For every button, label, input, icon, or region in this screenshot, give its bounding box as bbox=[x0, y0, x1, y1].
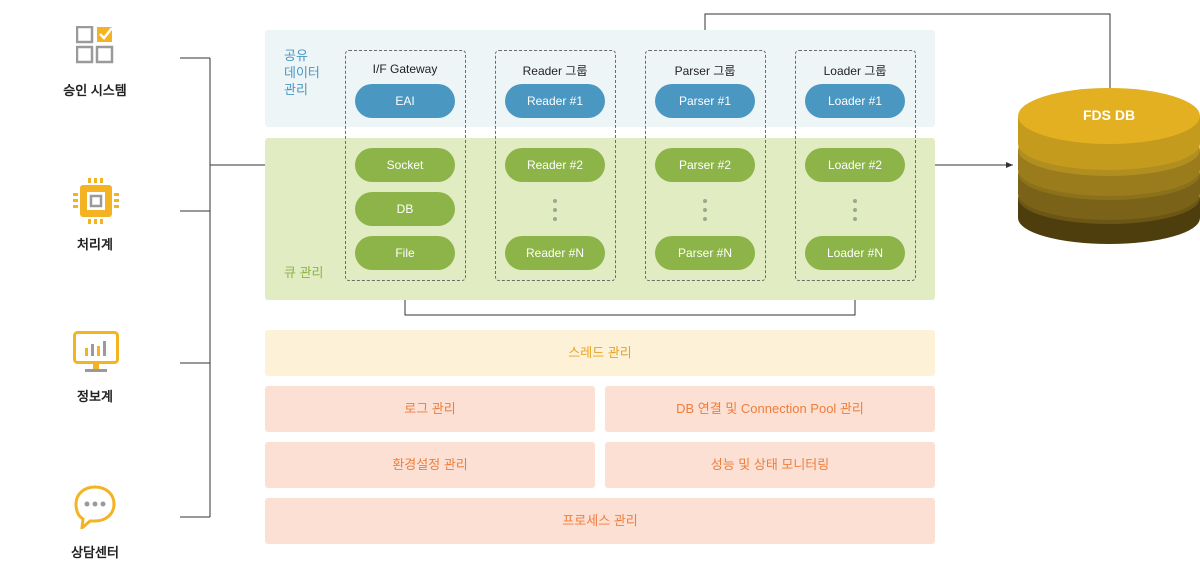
ellipsis-parser bbox=[703, 199, 707, 226]
chat-bubble-icon bbox=[74, 485, 116, 534]
monitor-chart-icon bbox=[73, 331, 119, 378]
pill-file: File bbox=[355, 236, 455, 270]
group-title-if-gateway: I/F Gateway bbox=[372, 62, 438, 76]
performance-monitoring-bar: 성능 및 상태 모니터링 bbox=[605, 442, 935, 488]
pill-parser-1: Parser #1 bbox=[655, 84, 755, 118]
source-bracket bbox=[180, 57, 211, 518]
pill-eai: EAI bbox=[355, 84, 455, 118]
queue-label: 큐 관리 bbox=[284, 265, 324, 280]
pill-db: DB bbox=[355, 192, 455, 226]
pill-reader-2: Reader #2 bbox=[505, 148, 605, 182]
pill-loader-n: Loader #N bbox=[805, 236, 905, 270]
arrow-db-feedback bbox=[702, 13, 1111, 88]
approval-checklist-icon bbox=[75, 25, 114, 69]
pill-reader-n: Reader #N bbox=[505, 236, 605, 270]
ellipsis-reader bbox=[553, 199, 557, 226]
fds-db-stack-icon bbox=[1018, 88, 1200, 244]
group-loader bbox=[795, 50, 916, 281]
source-label-information: 정보계 bbox=[77, 389, 113, 404]
group-title-parser: Parser 그룹 bbox=[674, 64, 736, 78]
log-management-bar: 로그 관리 bbox=[265, 386, 595, 432]
pill-socket: Socket bbox=[355, 148, 455, 182]
group-title-loader: Loader 그룹 bbox=[823, 64, 887, 78]
shared-data-label: 공유 데이터 관리 bbox=[284, 48, 320, 97]
pill-parser-n: Parser #N bbox=[655, 236, 755, 270]
pill-reader-1: Reader #1 bbox=[505, 84, 605, 118]
source-label-processing: 처리계 bbox=[77, 237, 113, 252]
process-management-bar: 프로세스 관리 bbox=[265, 498, 935, 544]
ellipsis-loader bbox=[853, 199, 857, 226]
thread-management-bar: 스레드 관리 bbox=[265, 330, 935, 376]
group-title-reader: Reader 그룹 bbox=[522, 64, 588, 78]
env-config-management-bar: 환경설정 관리 bbox=[265, 442, 595, 488]
pill-loader-1: Loader #1 bbox=[805, 84, 905, 118]
source-label-callcenter: 상담센터 bbox=[71, 545, 119, 560]
source-label-approval: 승인 시스템 bbox=[63, 83, 127, 98]
chip-icon bbox=[73, 178, 119, 229]
group-parser bbox=[645, 50, 766, 281]
group-if-gateway bbox=[345, 50, 466, 281]
db-connection-management-bar: DB 연결 및 Connection Pool 관리 bbox=[605, 386, 935, 432]
pill-loader-2: Loader #2 bbox=[805, 148, 905, 182]
pill-parser-2: Parser #2 bbox=[655, 148, 755, 182]
fds-db-label: FDS DB bbox=[1082, 107, 1136, 123]
group-reader bbox=[495, 50, 616, 281]
